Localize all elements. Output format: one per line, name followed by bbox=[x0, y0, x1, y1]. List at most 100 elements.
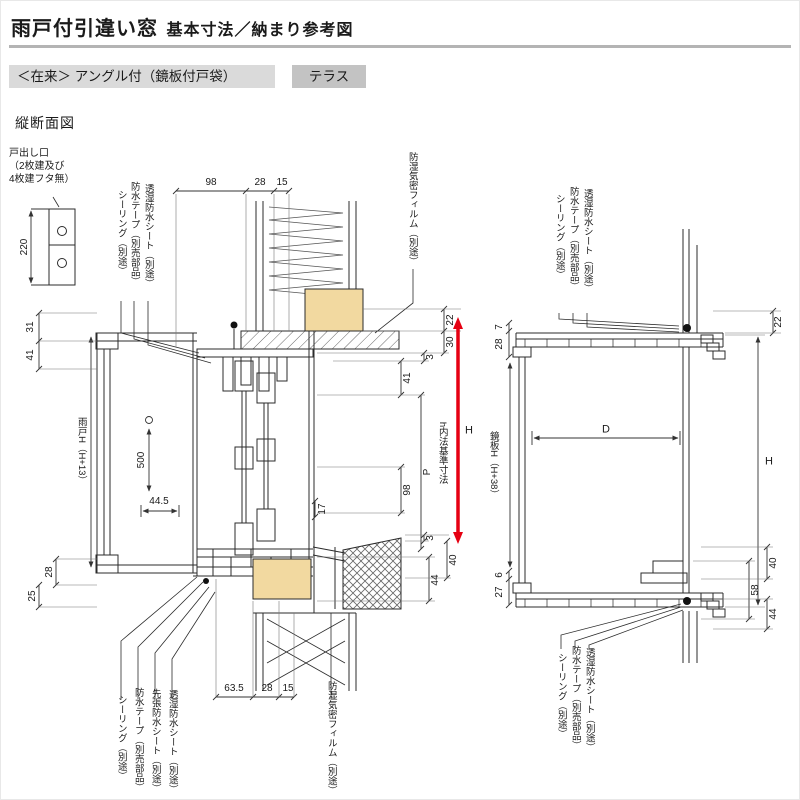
r-dim-left-27: 27 bbox=[494, 586, 505, 598]
r-dim-left-7: 7 bbox=[494, 324, 505, 330]
dim-left-31: 31 bbox=[25, 321, 36, 333]
r-dim-right-58: 58 bbox=[750, 584, 761, 596]
dim-bottom-28: 28 bbox=[261, 683, 273, 694]
sealing-dot-top bbox=[230, 321, 238, 329]
interior-trim-wood-top bbox=[304, 288, 364, 332]
dim-inner-500: 500 bbox=[136, 451, 147, 469]
title-rule bbox=[9, 45, 791, 48]
dim-shutter-height: 雨戸H（H+13） bbox=[75, 417, 87, 485]
break-marks bbox=[266, 618, 346, 686]
upper-wall-right bbox=[682, 229, 698, 333]
material-label-presheet-bottom: 先張防水シート（別途） bbox=[149, 688, 161, 794]
exterior-face-lines bbox=[192, 333, 198, 576]
dim-bottom-63-5: 63.5 bbox=[224, 683, 244, 694]
extension-lines-left bbox=[39, 194, 461, 697]
r-material-label-tape-top: 防水テープ（別売部品） bbox=[567, 186, 579, 292]
leader-lines-right bbox=[558, 313, 684, 649]
r-dim-left-6: 6 bbox=[494, 572, 505, 578]
r-dim-right-44: 44 bbox=[768, 608, 779, 620]
leader-lines-left bbox=[120, 269, 414, 699]
extension-lines-right bbox=[693, 310, 781, 630]
glass-outer bbox=[241, 391, 247, 523]
r-material-label-sheet-top: 透湿防水シート（別途） bbox=[581, 188, 593, 294]
mirror-panel bbox=[512, 346, 532, 594]
dim-top-98: 98 bbox=[205, 177, 217, 188]
lower-wall-right bbox=[682, 611, 698, 663]
material-label-sealing-top: シーリング（別途） bbox=[115, 190, 127, 276]
interior-trim-wood-bottom bbox=[252, 558, 312, 600]
dim-right-98: 98 bbox=[402, 484, 413, 496]
dim-right-P: P bbox=[422, 468, 433, 476]
r-dim-right-22: 22 bbox=[773, 316, 784, 328]
lintel-hatched bbox=[240, 330, 400, 350]
r-material-label-sealing-top: シーリング（別途） bbox=[553, 194, 565, 280]
dim-left-41: 41 bbox=[25, 349, 36, 361]
r-material-label-tape-bottom: 防水テープ（別売部品） bbox=[569, 645, 581, 751]
sash-inner bbox=[256, 372, 276, 542]
bottom-band bbox=[515, 592, 726, 618]
dim-top-15: 15 bbox=[276, 177, 288, 188]
material-label-film-bottom: 防湿気密フィルム（別途） bbox=[325, 681, 337, 795]
interior-trim-lines bbox=[308, 331, 315, 613]
left-section-drawing bbox=[48, 196, 414, 699]
r-material-label-sheet-bottom: 透湿防水シート（別途） bbox=[583, 647, 595, 753]
sealing-dot-bottom bbox=[203, 578, 209, 584]
insulation-symbol bbox=[268, 206, 344, 298]
dim-inner-17: 17 bbox=[317, 503, 328, 515]
dim-bottom-15: 15 bbox=[282, 683, 294, 694]
glass-inner bbox=[263, 403, 269, 509]
material-label-tape-bottom: 防水テープ（別売部品） bbox=[132, 687, 144, 793]
material-label-film-top: 防湿気密フィルム（別途） bbox=[406, 152, 418, 266]
door-exit-note-line1: 戸出し口 bbox=[9, 148, 49, 159]
door-exit-note-line3: 4枚建フタ無） bbox=[9, 174, 75, 185]
right-section-drawing bbox=[512, 229, 726, 663]
dim-right-22: 22 bbox=[445, 314, 456, 326]
r-material-label-sealing-bottom: シーリング（別途） bbox=[555, 653, 567, 739]
r-dim-right-40: 40 bbox=[768, 557, 779, 569]
dim-H-left-drawing: H bbox=[465, 424, 473, 437]
door-exit-note: 戸出し口 （2枚建及び 4枚建フタ無） bbox=[9, 147, 75, 186]
mortar-hatched-block bbox=[342, 537, 402, 610]
material-label-tape-top: 防水テープ（別売部品） bbox=[128, 181, 140, 287]
upper-wall bbox=[255, 201, 357, 331]
sealing-dot-top-right bbox=[683, 324, 691, 332]
door-exit-note-line2: （2枚建及び bbox=[9, 161, 65, 172]
r-dim-panel-height: 鏡板H（H+38） bbox=[487, 431, 499, 499]
dim-right-44: 44 bbox=[430, 574, 441, 586]
standard-height-label: h内法基準寸法 bbox=[436, 421, 448, 485]
right-dimension-lines bbox=[505, 307, 781, 633]
dim-right-40: 40 bbox=[448, 554, 459, 566]
section-label: 縦断面図 bbox=[15, 115, 75, 131]
page-title: 雨戸付引違い窓 基本寸法／納まり参考図 bbox=[11, 12, 353, 41]
sash-outer bbox=[234, 360, 254, 556]
dim-right-30: 30 bbox=[445, 336, 456, 348]
dim-bottom-left-28: 28 bbox=[44, 566, 55, 578]
lower-wall bbox=[253, 612, 357, 691]
head-frame bbox=[196, 321, 314, 392]
material-label-sheet-top: 透湿防水シート（別途） bbox=[142, 183, 154, 289]
dim-bottom-left-25: 25 bbox=[27, 590, 38, 602]
r-dim-D: D bbox=[602, 423, 610, 436]
sealing-dot-bottom-right bbox=[683, 597, 691, 605]
pillar-lines bbox=[682, 347, 690, 593]
dim-top-28: 28 bbox=[254, 177, 266, 188]
dim-inner-44-5: 44.5 bbox=[149, 496, 169, 507]
sill-frame bbox=[193, 546, 346, 584]
dim-right-41: 41 bbox=[402, 372, 413, 384]
dim-door-exit-220: 220 bbox=[19, 238, 30, 256]
top-band bbox=[515, 324, 726, 360]
page-title-sub: 基本寸法／納まり参考図 bbox=[166, 22, 354, 39]
subtitle-band: ＜在来＞ アングル付（鏡板付戸袋） bbox=[9, 65, 275, 88]
red-height-arrow bbox=[453, 317, 463, 544]
shutter-panel bbox=[103, 349, 111, 555]
r-dim-H: H bbox=[765, 455, 773, 468]
terrace-badge: テラス bbox=[292, 65, 366, 88]
lower-rail-detail-1 bbox=[652, 560, 684, 574]
door-exit-detail bbox=[48, 196, 76, 286]
lower-rail-detail-2 bbox=[640, 572, 688, 584]
dim-right-3a: 3 bbox=[425, 354, 436, 360]
shutter-box bbox=[95, 332, 197, 574]
page-title-main: 雨戸付引違い窓 bbox=[11, 18, 158, 40]
